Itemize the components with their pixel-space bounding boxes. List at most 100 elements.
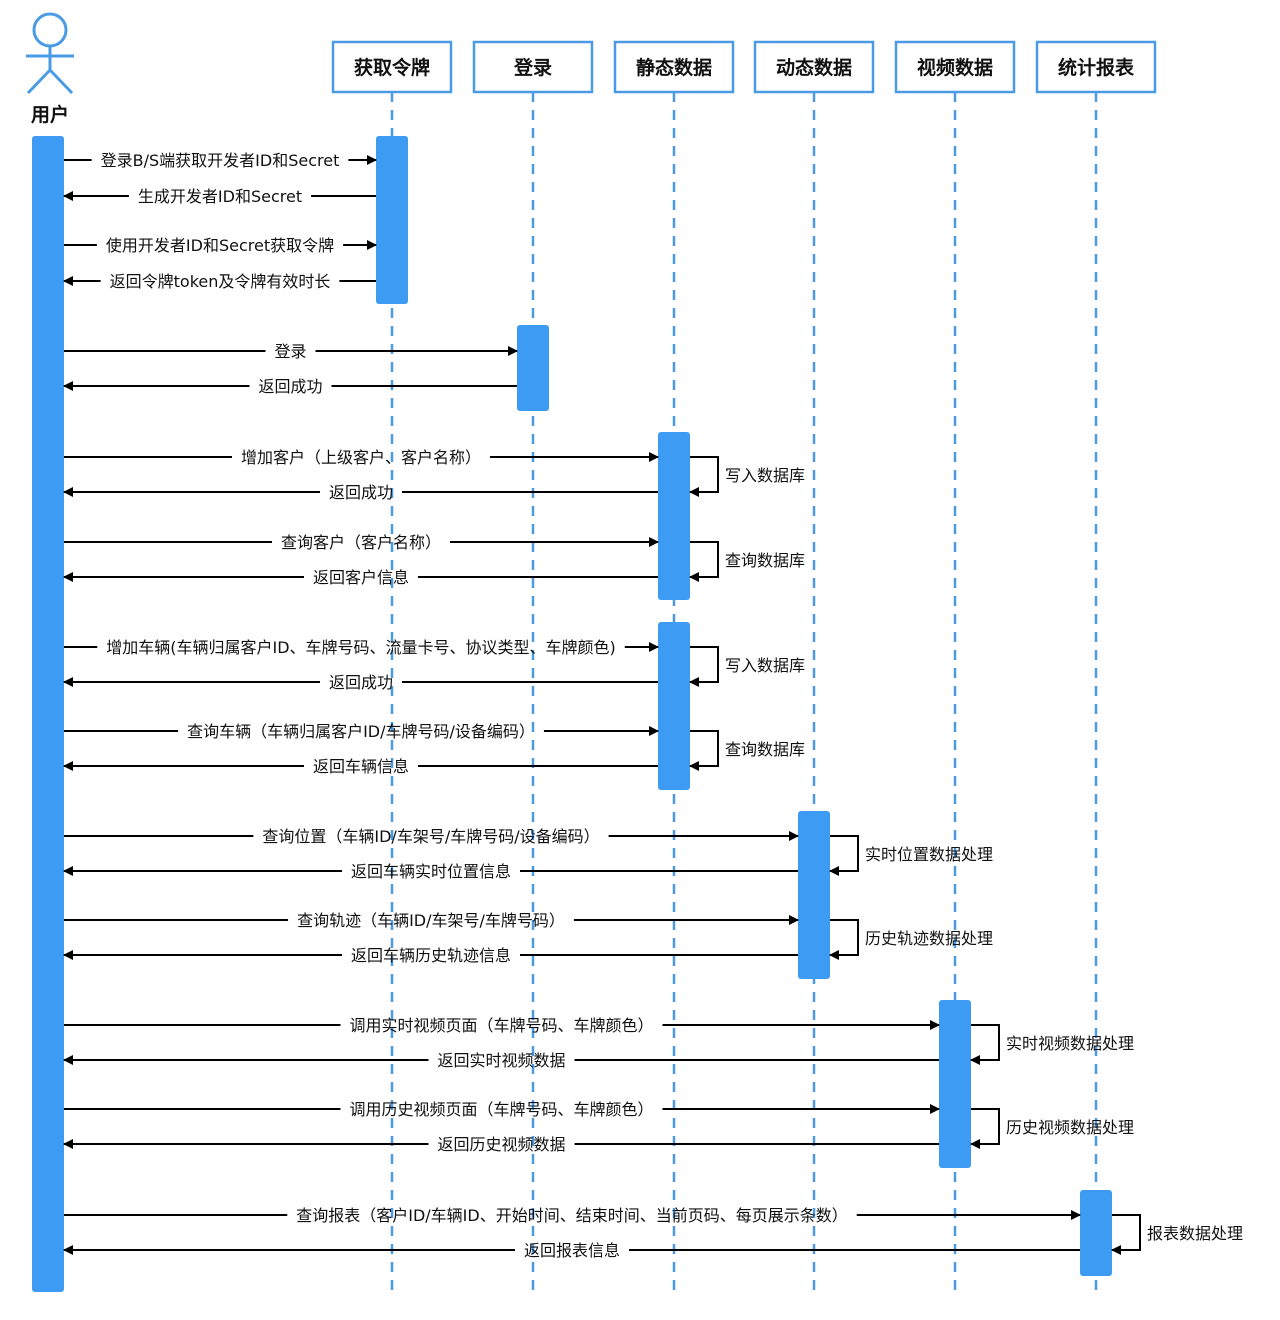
self-call-label: 实时位置数据处理 bbox=[865, 845, 993, 864]
message-label: 返回车辆历史轨迹信息 bbox=[351, 946, 511, 965]
participant-box-report bbox=[1035, 40, 1157, 94]
message-label: 返回车辆信息 bbox=[313, 757, 409, 776]
message-1: 登录B/S端获取开发者ID和Secret bbox=[64, 151, 377, 170]
self-call-arrow bbox=[970, 1108, 1000, 1149]
message-label: 登录B/S端获取开发者ID和Secret bbox=[101, 151, 340, 170]
message-label: 查询车辆（车辆归属客户ID/车牌号码/设备编码） bbox=[187, 722, 535, 741]
message-7: 增加客户（上级客户、客户名称） bbox=[64, 448, 659, 467]
message-label: 登录 bbox=[274, 342, 306, 361]
message-23: 查询报表（客户ID/车辆ID、开始时间、结束时间、当前页码、每页展示条数） bbox=[64, 1206, 1081, 1225]
self-call-arrow bbox=[970, 1024, 1000, 1065]
participant-box-token bbox=[331, 40, 453, 94]
message-label: 返回客户信息 bbox=[313, 568, 409, 587]
self-call-arrow bbox=[829, 919, 859, 960]
participant-label-login: 登录 bbox=[513, 56, 552, 79]
self-call-label: 写入数据库 bbox=[725, 656, 805, 675]
self-call-9: 报表数据处理 bbox=[1111, 1214, 1243, 1255]
participant-dynamic: 动态数据 bbox=[753, 40, 875, 1295]
self-call-label: 报表数据处理 bbox=[1147, 1224, 1243, 1243]
activation-login bbox=[517, 325, 549, 411]
actor-head-icon bbox=[32, 12, 68, 48]
message-18: 返回车辆历史轨迹信息 bbox=[63, 946, 798, 965]
message-19: 调用实时视频页面（车牌号码、车牌颜色） bbox=[64, 1016, 940, 1035]
message-24: 返回报表信息 bbox=[63, 1241, 1080, 1260]
self-call-label: 写入数据库 bbox=[725, 466, 805, 485]
message-label: 使用开发者ID和Secret获取令牌 bbox=[106, 236, 334, 255]
self-call-4: 查询数据库 bbox=[689, 730, 805, 771]
self-call-5: 实时位置数据处理 bbox=[829, 835, 993, 876]
message-5: 登录 bbox=[64, 342, 518, 361]
activation-static-vehicle bbox=[658, 622, 690, 790]
message-21: 调用历史视频页面（车牌号码、车牌颜色） bbox=[64, 1100, 940, 1119]
message-label: 返回车辆实时位置信息 bbox=[351, 862, 511, 881]
message-8: 返回成功 bbox=[63, 483, 658, 502]
message-6: 返回成功 bbox=[63, 377, 517, 396]
message-10: 返回客户信息 bbox=[63, 568, 658, 587]
participant-box-static bbox=[613, 40, 735, 94]
participant-box-video bbox=[894, 40, 1016, 94]
message-12: 返回成功 bbox=[63, 673, 658, 692]
message-label: 返回实时视频数据 bbox=[437, 1051, 565, 1070]
message-15: 查询位置（车辆ID/车架号/车牌号码/设备编码） bbox=[64, 827, 799, 846]
self-call-arrow bbox=[829, 835, 859, 876]
self-call-8: 历史视频数据处理 bbox=[970, 1108, 1134, 1149]
message-9: 查询客户（客户名称） bbox=[64, 533, 659, 552]
message-label: 返回令牌token及令牌有效时长 bbox=[110, 272, 331, 291]
message-label: 调用实时视频页面（车牌号码、车牌颜色） bbox=[349, 1016, 653, 1035]
message-label: 查询客户（客户名称） bbox=[281, 533, 441, 552]
self-call-label: 实时视频数据处理 bbox=[1006, 1034, 1134, 1053]
activation-video bbox=[939, 1000, 971, 1168]
activation-report bbox=[1080, 1190, 1112, 1276]
message-label: 返回报表信息 bbox=[524, 1241, 620, 1260]
participant-label-report: 统计报表 bbox=[1058, 56, 1135, 79]
actor-label: 用户 bbox=[31, 103, 69, 126]
self-call-7: 实时视频数据处理 bbox=[970, 1024, 1134, 1065]
actor-leg-left-icon bbox=[26, 68, 52, 95]
actor-user: 用户 bbox=[26, 12, 74, 126]
actor-activation-bar bbox=[32, 136, 64, 1292]
participant-label-token: 获取令牌 bbox=[354, 56, 430, 79]
self-call-3: 写入数据库 bbox=[689, 646, 805, 687]
message-label: 返回历史视频数据 bbox=[437, 1135, 565, 1154]
message-13: 查询车辆（车辆归属客户ID/车牌号码/设备编码） bbox=[64, 722, 659, 741]
self-call-6: 历史轨迹数据处理 bbox=[829, 919, 993, 960]
self-call-arrow bbox=[689, 646, 719, 687]
participant-label-video: 视频数据 bbox=[917, 56, 993, 79]
self-call-arrow bbox=[1111, 1214, 1141, 1255]
message-label: 查询轨迹（车辆ID/车架号/车牌号码） bbox=[297, 911, 565, 930]
participant-box-login bbox=[472, 40, 594, 94]
message-2: 生成开发者ID和Secret bbox=[63, 187, 376, 206]
activation-dynamic bbox=[798, 811, 830, 979]
participant-label-static: 静态数据 bbox=[636, 56, 712, 79]
message-4: 返回令牌token及令牌有效时长 bbox=[63, 272, 376, 291]
message-17: 查询轨迹（车辆ID/车架号/车牌号码） bbox=[64, 911, 799, 930]
message-label: 查询报表（客户ID/车辆ID、开始时间、结束时间、当前页码、每页展示条数） bbox=[296, 1206, 847, 1225]
participant-video: 视频数据 bbox=[894, 40, 1016, 1295]
self-call-arrow bbox=[689, 541, 719, 582]
self-call-arrow bbox=[689, 456, 719, 497]
message-16: 返回车辆实时位置信息 bbox=[63, 862, 798, 881]
self-call-label: 历史视频数据处理 bbox=[1006, 1118, 1134, 1137]
message-22: 返回历史视频数据 bbox=[63, 1135, 939, 1154]
message-label: 增加车辆(车辆归属客户ID、车牌号码、流量卡号、协议类型、车牌颜色) bbox=[106, 638, 616, 657]
message-label: 增加客户（上级客户、客户名称） bbox=[241, 448, 481, 467]
self-call-label: 历史轨迹数据处理 bbox=[865, 929, 993, 948]
participant-box-dynamic bbox=[753, 40, 875, 94]
actor-leg-right-icon bbox=[48, 68, 74, 95]
self-call-label: 查询数据库 bbox=[725, 740, 805, 759]
self-call-label: 查询数据库 bbox=[725, 551, 805, 570]
message-label: 返回成功 bbox=[329, 483, 393, 502]
message-label: 生成开发者ID和Secret bbox=[138, 187, 302, 206]
message-label: 查询位置（车辆ID/车架号/车牌号码/设备编码） bbox=[262, 827, 599, 846]
self-call-2: 查询数据库 bbox=[689, 541, 805, 582]
message-label: 返回成功 bbox=[258, 377, 322, 396]
message-3: 使用开发者ID和Secret获取令牌 bbox=[64, 236, 377, 255]
self-call-arrow bbox=[689, 730, 719, 771]
activation-static-customer bbox=[658, 432, 690, 600]
message-14: 返回车辆信息 bbox=[63, 757, 658, 776]
message-label: 调用历史视频页面（车牌号码、车牌颜色） bbox=[349, 1100, 653, 1119]
participant-report: 统计报表 bbox=[1035, 40, 1157, 1295]
self-call-1: 写入数据库 bbox=[689, 456, 805, 497]
participant-label-dynamic: 动态数据 bbox=[776, 56, 852, 79]
